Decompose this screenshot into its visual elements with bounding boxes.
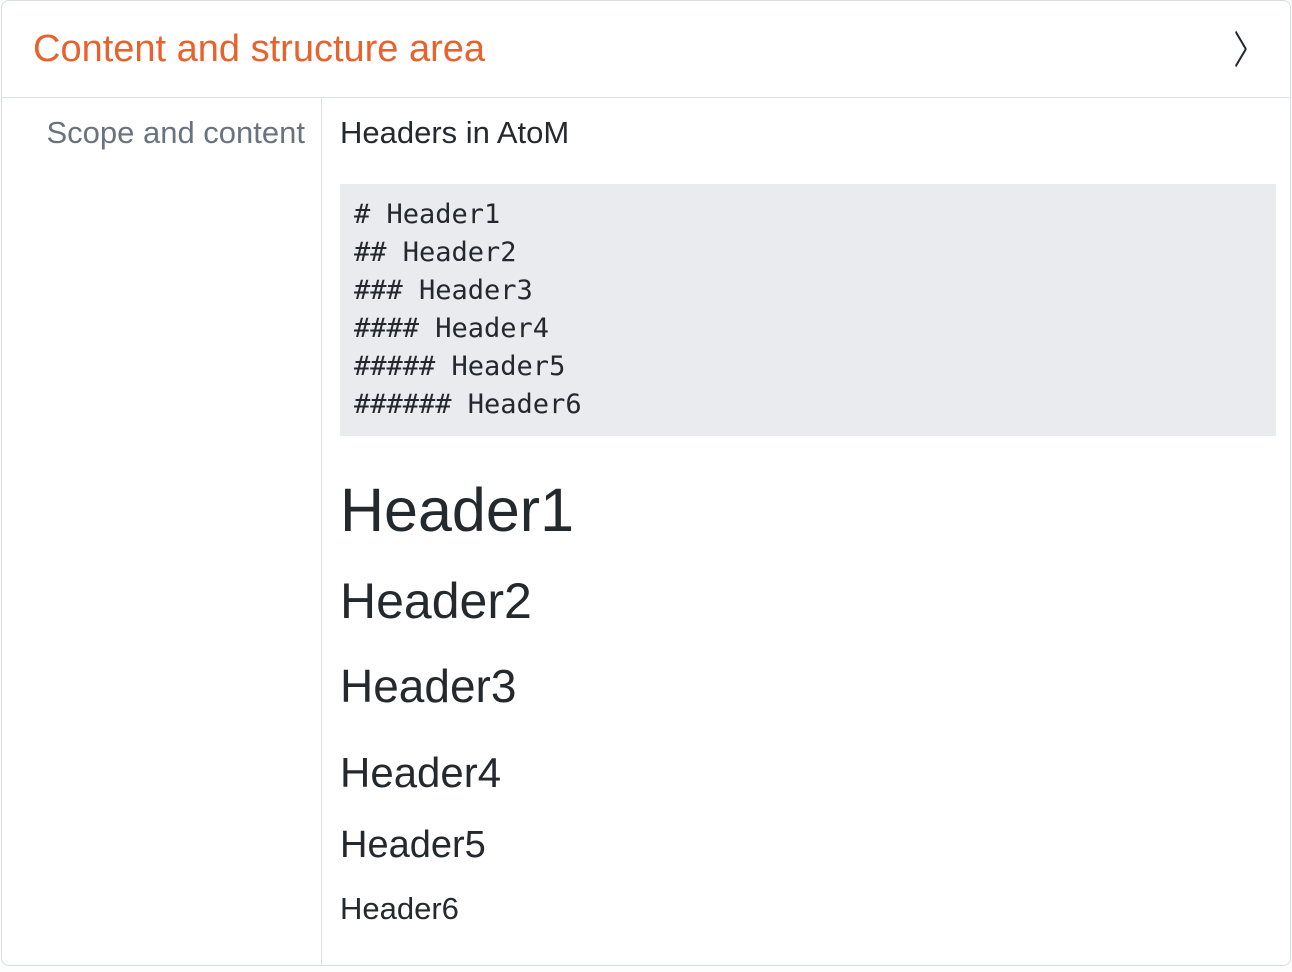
rendered-header-level-3: Header3 <box>340 660 517 713</box>
field-value-column: Headers in AtoM # Header1 ## Header2 ### H… <box>322 98 1290 965</box>
rendered-header-level-5: Header5 <box>340 823 486 866</box>
code-line: # Header1 <box>354 199 501 230</box>
field-label: Scope and content <box>46 115 305 150</box>
section-title: Content and structure area <box>33 27 486 70</box>
rendered-header-level-2: Header2 <box>340 573 532 630</box>
chevron-right-icon <box>1228 27 1254 71</box>
markdown-code-block: # Header1 ## Header2 ### Header3 #### Heade… <box>340 184 1276 436</box>
field-intro-text: Headers in AtoM <box>340 115 570 150</box>
rendered-header-level-6: Header6 <box>340 891 459 927</box>
section-header[interactable]: Content and structure area <box>2 1 1290 98</box>
rendered-header-level-4: Header4 <box>340 749 502 797</box>
code-line: ## Header2 <box>354 237 517 268</box>
field-label-column: Scope and content <box>2 98 322 965</box>
code-line: ##### Header5 <box>354 351 566 382</box>
code-line: #### Header4 <box>354 313 550 344</box>
code-line: ###### Header6 <box>354 389 582 420</box>
code-line: ### Header3 <box>354 275 533 306</box>
section-collapse-toggle-button[interactable] <box>1228 27 1254 71</box>
rendered-header-level-1: Header1 <box>340 476 574 544</box>
section-body: Scope and content Headers in AtoM # Head… <box>2 98 1290 965</box>
